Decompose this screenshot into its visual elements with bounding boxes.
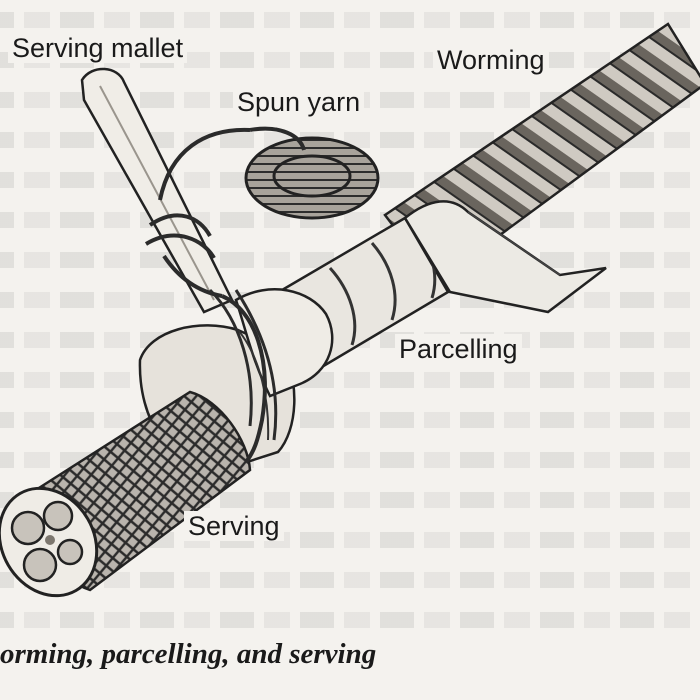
figure-caption: orming, parcelling, and serving <box>0 638 385 671</box>
label-serving-mallet: Serving mallet <box>8 33 188 63</box>
label-spun-yarn: Spun yarn <box>233 87 365 117</box>
serving-mallet-handle <box>80 67 234 314</box>
label-serving: Serving <box>184 511 284 541</box>
spun-yarn <box>144 126 380 464</box>
label-worming: Worming <box>433 45 549 75</box>
rope-end <box>0 486 99 598</box>
label-parcelling: Parcelling <box>395 334 522 364</box>
